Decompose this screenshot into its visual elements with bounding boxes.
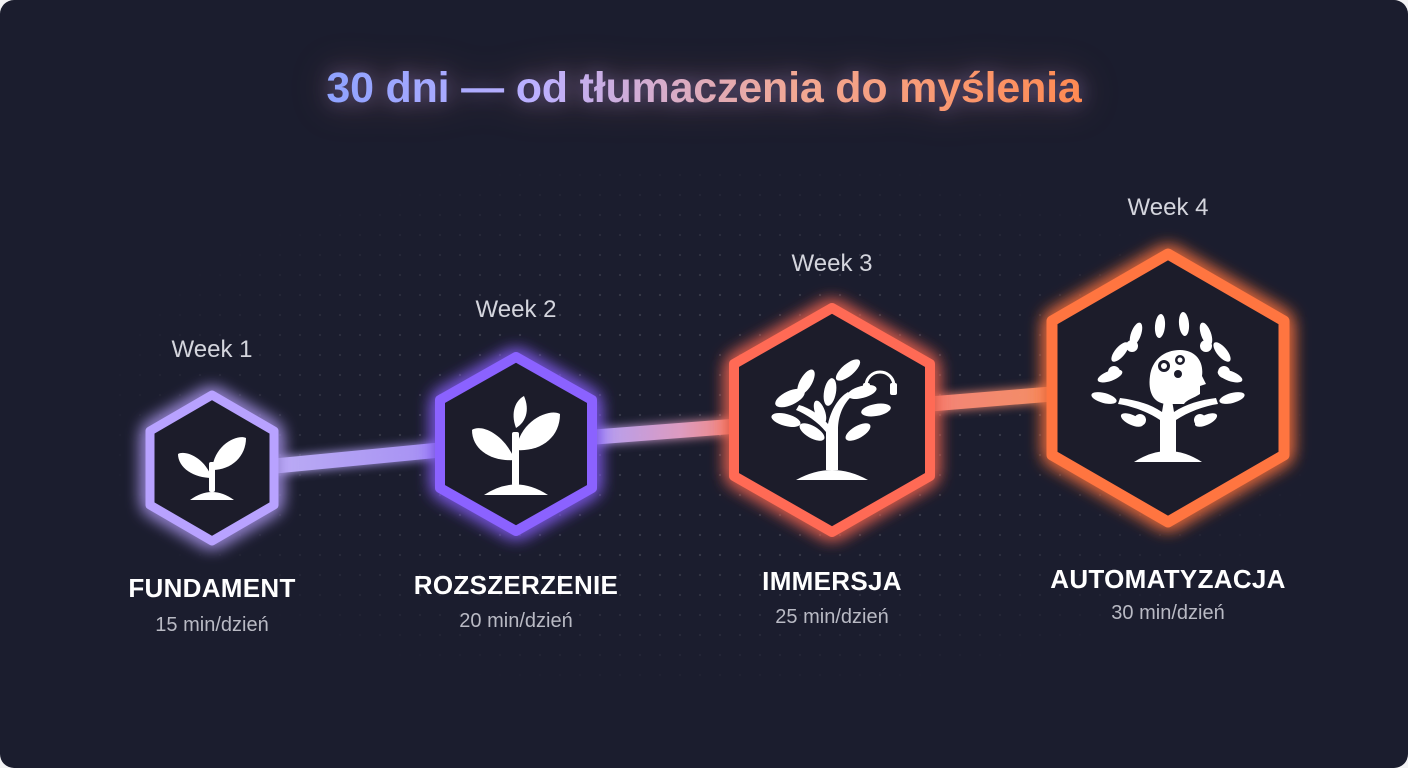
stage-2-name: ROZSZERZENIE (413, 570, 619, 600)
stage-3-name: IMMERSJA (762, 566, 902, 596)
connector-3-4 (922, 386, 1060, 412)
stage-4-name: AUTOMATYZACJA (1050, 564, 1286, 594)
connector-1-2 (267, 442, 448, 474)
stage-1-hexagon (145, 390, 279, 546)
stage-3-hexagon (729, 303, 935, 537)
seedling-icon (178, 437, 246, 500)
stage-2-week: Week 2 (475, 296, 557, 323)
stage-1-duration: 15 min/dzień (155, 614, 269, 636)
connector-lines (267, 386, 1060, 474)
stage-4-duration: 30 min/dzień (1111, 602, 1225, 624)
stage-2-hexagon (435, 352, 597, 536)
stage-2-duration: 20 min/dzień (459, 610, 573, 632)
tree-head-gears-icon (1091, 312, 1245, 462)
stage-3-week: Week 3 (791, 250, 873, 277)
stage-4-hexagon (1046, 248, 1290, 528)
stage-1-name: FUNDAMENT (128, 573, 296, 603)
tree-headphones-icon (771, 359, 897, 480)
stage-1-week: Week 1 (171, 336, 253, 363)
connector-2-3 (587, 418, 746, 445)
stage-3-duration: 25 min/dzień (775, 606, 889, 628)
sprout-icon (472, 396, 560, 495)
stage-4-week: Week 4 (1127, 194, 1209, 221)
page-title: 30 dni — od tłumaczenia do myślenia (326, 64, 1082, 112)
